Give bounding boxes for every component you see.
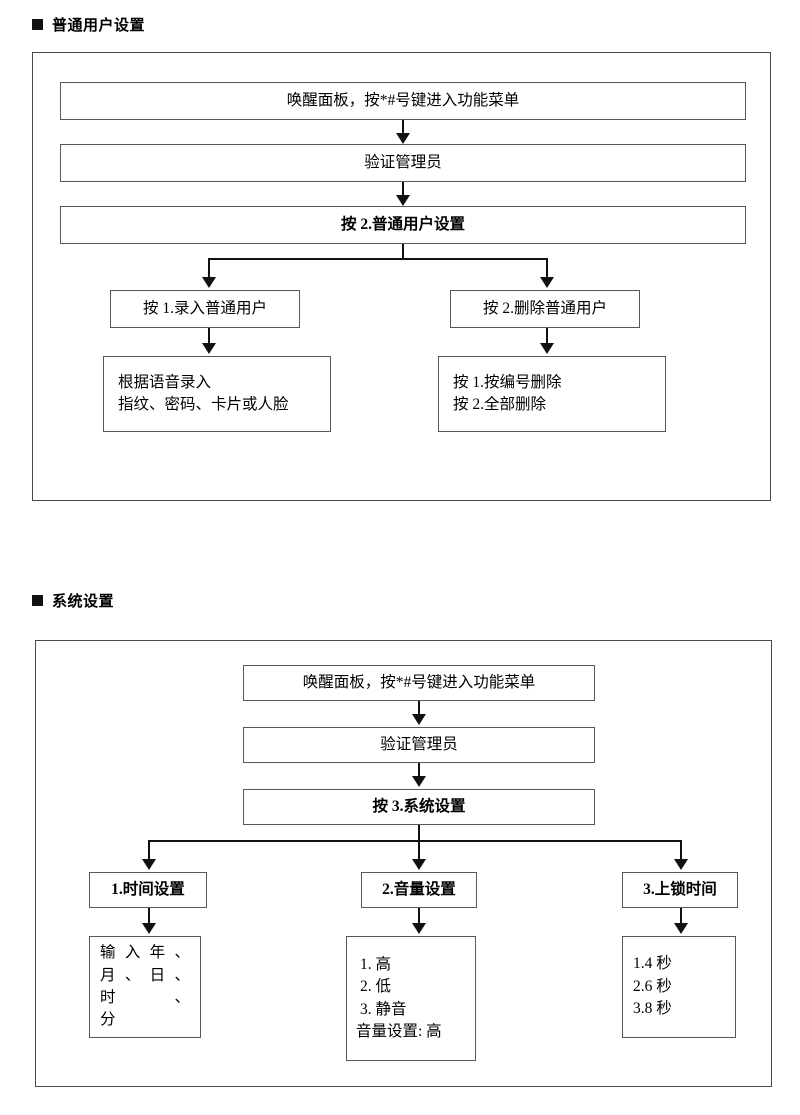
connector-line: [208, 258, 210, 280]
filled-square-bullet-icon: [32, 595, 43, 606]
node-label-block: 按 1.按编号删除 按 2.全部删除: [439, 372, 665, 417]
connector-arrow: [412, 714, 426, 725]
node-label: 按 1.录入普通用户: [142, 299, 267, 317]
connector-line: [208, 328, 210, 346]
connector-line: [546, 328, 548, 346]
node-label-line: 根据语音录入: [118, 373, 212, 391]
node-leaf-delete-methods: 按 1.按编号删除 按 2.全部删除: [438, 356, 666, 432]
flowchart-frame-system-settings: 唤醒面板，按*#号键进入功能菜单 验证管理员 按 3.系统设置 1.时间设置 2…: [35, 640, 772, 1087]
node-label: 按 2.删除普通用户: [482, 299, 607, 317]
connector-line: [418, 908, 420, 926]
node-wake-panel-1: 唤醒面板，按*#号键进入功能菜单: [60, 82, 746, 120]
node-label-block: 1.4 秒 2.6 秒 3.8 秒: [623, 953, 735, 1020]
node-branch-time-settings: 1.时间设置: [89, 872, 207, 908]
connector-arrow: [396, 133, 410, 144]
node-label: 按 2.普通用户设置: [340, 215, 465, 233]
connector-line: [418, 701, 420, 717]
node-label: 1.时间设置: [111, 880, 185, 898]
connector-arrow: [396, 195, 410, 206]
node-wake-panel-2: 唤醒面板，按*#号键进入功能菜单: [243, 665, 595, 701]
node-label-line: 按 1.按编号删除: [453, 373, 562, 391]
connector-arrow: [142, 859, 156, 870]
node-verify-admin-2: 验证管理员: [243, 727, 595, 763]
connector-line: [418, 840, 420, 862]
node-label-line: 3. 静音: [360, 1000, 407, 1018]
node-label-line-current-value: 音量设置: 高: [356, 1022, 442, 1040]
node-leaf-volume-options: 1. 高 2. 低 3. 静音 音量设置: 高: [346, 936, 476, 1061]
connector-line: [680, 908, 682, 926]
node-label-line: 2. 低: [360, 978, 392, 996]
node-label-line: 1.4 秒: [633, 955, 672, 973]
node-label-block: 1. 高 2. 低 3. 静音 音量设置: 高: [347, 954, 475, 1044]
connector-line: [148, 840, 682, 842]
connector-line: [418, 825, 420, 841]
node-branch-delete-user: 按 2.删除普通用户: [450, 290, 640, 328]
node-label: 唤醒面板，按*#号键进入功能菜单: [286, 91, 520, 109]
section-heading-label: 普通用户设置: [52, 17, 146, 34]
section-heading-system-settings: 系统设置: [32, 590, 114, 611]
node-label: 3.上锁时间: [643, 880, 717, 898]
connector-line: [208, 258, 548, 260]
connector-arrow: [142, 923, 156, 934]
filled-square-bullet-icon: [32, 19, 43, 30]
connector-line: [148, 908, 150, 926]
node-branch-enroll-user: 按 1.录入普通用户: [110, 290, 300, 328]
connector-arrow: [412, 859, 426, 870]
node-menu-choice-1: 按 2.普通用户设置: [60, 206, 746, 244]
node-leaf-time-fields: 输入年、 月、日、时、 分: [89, 936, 201, 1038]
node-label-line: 输入年、: [100, 944, 190, 962]
connector-arrow: [540, 277, 554, 288]
node-label-line: 2.6 秒: [633, 977, 672, 995]
node-leaf-lock-durations: 1.4 秒 2.6 秒 3.8 秒: [622, 936, 736, 1038]
connector-arrow: [412, 923, 426, 934]
connector-line: [402, 120, 404, 136]
node-branch-volume-settings: 2.音量设置: [361, 872, 477, 908]
connector-line: [402, 244, 404, 259]
node-label-line: 指纹、密码、卡片或人脸: [118, 396, 289, 413]
node-label: 唤醒面板，按*#号键进入功能菜单: [302, 673, 536, 691]
node-label-line: 3.8 秒: [633, 1000, 672, 1018]
connector-arrow: [202, 343, 216, 354]
node-branch-lock-time: 3.上锁时间: [622, 872, 738, 908]
node-label-line: 分: [100, 1011, 116, 1029]
node-label: 按 3.系统设置: [372, 797, 466, 815]
connector-line: [680, 840, 682, 862]
node-label: 2.音量设置: [382, 880, 456, 898]
connector-arrow: [412, 776, 426, 787]
flowchart-frame-normal-user: 唤醒面板，按*#号键进入功能菜单 验证管理员 按 2.普通用户设置 按 1.录入…: [32, 52, 771, 501]
node-leaf-enroll-methods: 根据语音录入 指纹、密码、卡片或人脸: [103, 356, 331, 432]
node-label-line: 月、日、时、: [100, 966, 190, 1006]
connector-arrow: [674, 859, 688, 870]
node-label-line: 按 2.全部删除: [453, 396, 547, 413]
node-label-block: 输入年、 月、日、时、 分: [90, 942, 200, 1032]
section-heading-normal-user: 普通用户设置: [32, 14, 145, 35]
node-label-line: 1. 高: [360, 955, 392, 973]
connector-line: [546, 258, 548, 280]
node-label: 验证管理员: [364, 153, 442, 171]
node-menu-choice-2: 按 3.系统设置: [243, 789, 595, 825]
connector-line: [148, 840, 150, 862]
node-label-block: 根据语音录入 指纹、密码、卡片或人脸: [104, 372, 330, 417]
connector-arrow: [202, 277, 216, 288]
node-label: 验证管理员: [380, 735, 458, 753]
connector-line: [418, 763, 420, 779]
connector-arrow: [540, 343, 554, 354]
connector-line: [402, 182, 404, 198]
connector-arrow: [674, 923, 688, 934]
node-verify-admin-1: 验证管理员: [60, 144, 746, 182]
section-heading-label: 系统设置: [52, 593, 115, 610]
